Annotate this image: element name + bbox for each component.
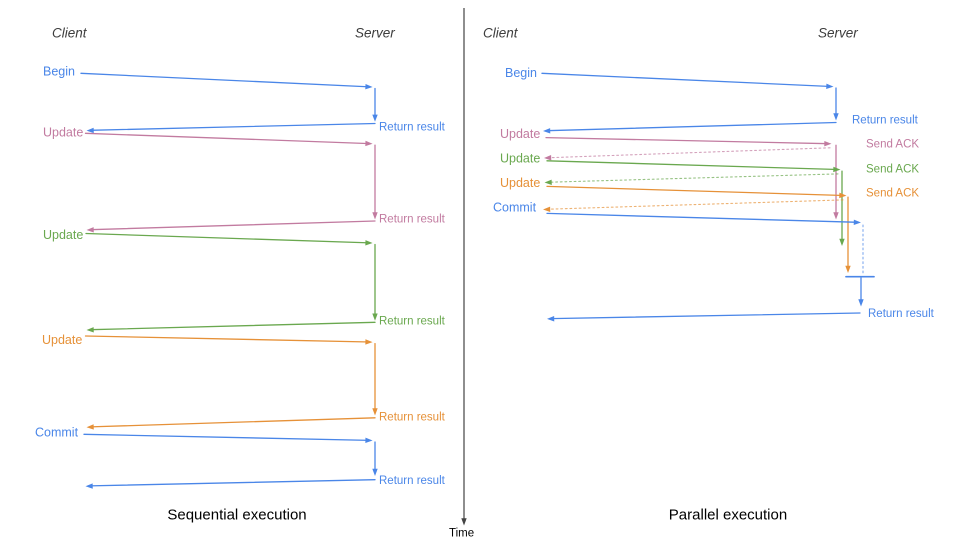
- server-label: Return result: [379, 214, 446, 226]
- request-arrowhead-icon: [365, 240, 373, 246]
- server-label: Send ACK: [866, 164, 919, 176]
- processing-arrowhead-icon: [372, 468, 378, 476]
- request-arrowhead-icon: [365, 339, 373, 345]
- ack-arrowhead-icon: [544, 179, 552, 185]
- request-line: [84, 132, 371, 145]
- processing-arrowhead-icon: [839, 238, 845, 246]
- request-line: [80, 72, 371, 88]
- server-label: Send ACK: [866, 139, 919, 151]
- client-label: Update: [43, 126, 83, 140]
- return-line: [545, 121, 837, 132]
- return-line: [89, 417, 376, 428]
- request-arrowhead-icon: [826, 83, 834, 89]
- processing-arrowhead-icon: [833, 113, 839, 121]
- return-line: [88, 479, 376, 487]
- server-label: Send ACK: [866, 188, 919, 200]
- client-label: Update: [500, 152, 540, 166]
- server-label: Return result: [379, 316, 446, 328]
- time-axis-arrowhead-icon: [461, 518, 467, 526]
- return-arrowhead-icon: [86, 127, 94, 134]
- request-line: [83, 433, 371, 442]
- ack-line: [547, 199, 844, 210]
- return-arrowhead-icon: [543, 128, 551, 134]
- processing-arrowhead-icon: [372, 212, 378, 220]
- ack-line: [548, 147, 831, 159]
- par-flow-update-2: Update Send ACK: [500, 152, 919, 246]
- seq-flow-begin: Begin Return result: [43, 65, 446, 134]
- parallel-panel: Client Server Begin Return result Update…: [483, 26, 935, 524]
- client-label: Update: [42, 333, 82, 347]
- client-label: Commit: [493, 201, 537, 215]
- parallel-title: Parallel execution: [669, 507, 787, 524]
- request-line: [545, 136, 830, 145]
- return-line: [89, 220, 376, 231]
- ack-arrowhead-icon: [543, 206, 551, 212]
- request-line: [546, 160, 839, 171]
- seq-flow-update-3: Update Return result: [42, 333, 446, 430]
- request-line: [84, 335, 371, 343]
- par-flow-begin: Begin Return result: [505, 66, 919, 134]
- processing-arrowhead-icon: [845, 265, 851, 273]
- return-arrowhead-icon: [547, 316, 555, 322]
- processing-arrowhead-icon: [372, 408, 378, 416]
- processing-arrowhead-icon: [833, 212, 839, 220]
- seq-flow-commit: Commit Return result: [35, 426, 446, 489]
- time-axis: Time: [449, 8, 474, 540]
- request-line: [546, 185, 845, 197]
- client-label: Update: [43, 228, 83, 242]
- client-label: Commit: [35, 426, 79, 440]
- client-label: Begin: [505, 66, 537, 80]
- request-arrowhead-icon: [824, 140, 832, 147]
- return-line: [89, 122, 376, 131]
- ack-arrowhead-icon: [544, 155, 552, 161]
- processing-arrowhead-icon: [858, 299, 864, 307]
- server-header: Server: [818, 26, 858, 41]
- server-label: Return result: [868, 308, 935, 320]
- server-label: Return result: [852, 115, 919, 127]
- seq-flow-update-1: Update Return result: [43, 126, 446, 233]
- return-arrowhead-icon: [85, 483, 93, 489]
- client-header: Client: [52, 26, 88, 41]
- server-label: Return result: [379, 412, 446, 424]
- par-flow-commit: Commit Return result: [493, 201, 935, 322]
- return-arrowhead-icon: [86, 424, 94, 430]
- request-arrowhead-icon: [833, 166, 841, 173]
- client-header: Client: [483, 26, 519, 41]
- request-arrowhead-icon: [365, 140, 373, 147]
- par-flow-update-3: Update Send ACK: [500, 176, 919, 273]
- processing-arrowhead-icon: [372, 313, 378, 321]
- sequential-panel: Client Server Begin Return result Update…: [35, 26, 446, 524]
- processing-arrowhead-icon: [372, 114, 378, 122]
- return-line: [89, 321, 376, 331]
- server-label: Return result: [379, 475, 446, 487]
- client-label: Begin: [43, 65, 75, 79]
- ack-line: [549, 173, 839, 183]
- return-arrowhead-icon: [86, 227, 94, 233]
- return-arrowhead-icon: [86, 327, 94, 333]
- request-line: [541, 72, 832, 88]
- server-header: Server: [355, 26, 395, 41]
- request-arrowhead-icon: [365, 437, 373, 444]
- client-label: Update: [500, 127, 540, 141]
- par-flow-update-1: Update Send ACK: [500, 127, 919, 220]
- return-line: [549, 312, 861, 320]
- sequential-title: Sequential execution: [167, 507, 306, 524]
- request-arrowhead-icon: [853, 219, 861, 225]
- seq-flow-update-2: Update Return result: [43, 228, 446, 333]
- request-line: [85, 232, 371, 244]
- time-axis-label: Time: [449, 528, 474, 540]
- server-label: Return result: [379, 122, 446, 134]
- request-arrowhead-icon: [839, 192, 847, 199]
- client-label: Update: [500, 176, 540, 190]
- request-line: [546, 212, 860, 223]
- request-arrowhead-icon: [365, 83, 373, 90]
